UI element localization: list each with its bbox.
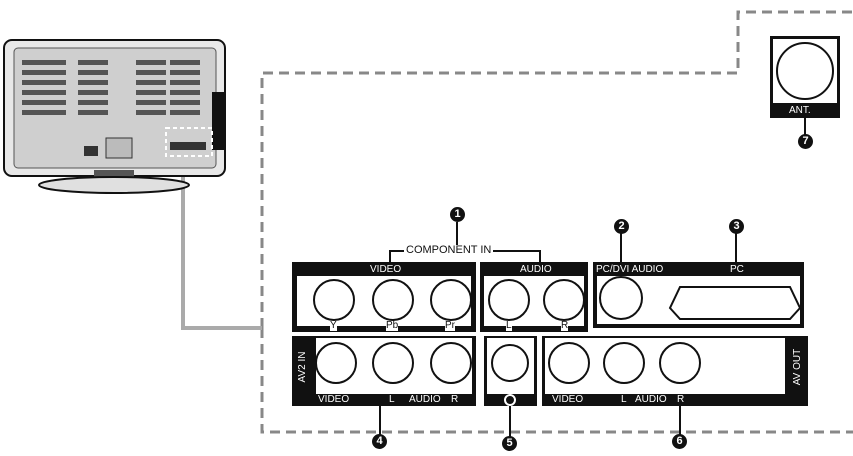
avout-r-label: R [677,394,685,405]
jack-l-label: L [506,320,512,331]
callout-2: 2 [614,219,629,234]
jack-r-label: R [561,320,569,331]
callout-1: 1 [450,207,465,222]
avout-panel [542,336,808,406]
callout-7: 7 [798,134,813,149]
avout-l-label: L [621,394,627,405]
av2-panel [292,336,476,406]
component-jacks [313,279,585,321]
av2-in-label: AV2 IN [297,351,308,383]
video-header-label: VIDEO [370,264,402,275]
av2-video-label: VIDEO [318,394,350,405]
jack-y-label: Y [330,320,337,331]
pc-label: PC [730,264,744,275]
tv-back-view [3,39,226,194]
av2-r-label: R [451,394,459,405]
callout-5: 5 [502,436,517,451]
audio-header-label: AUDIO [520,264,552,275]
callout-4: 4 [372,434,387,449]
pc-panel [593,262,804,328]
avout-audio-label: AUDIO [635,394,667,405]
av-out-label: AV OUT [792,348,803,386]
pcdvi-audio-label: PC/DVI AUDIO [596,264,664,275]
connector-line [181,158,262,330]
callout-leaders [379,118,806,440]
avout-video-label: VIDEO [552,394,584,405]
dashed-frame [260,10,853,434]
callout-3: 3 [729,219,744,234]
av2-audio-label: AUDIO [409,394,441,405]
ant-label: ANT. [789,105,811,116]
headphone-panel [484,336,537,406]
antenna-panel [770,36,840,118]
component-in-label: COMPONENT IN [404,244,494,256]
jack-pr-label: Pr [445,320,455,331]
callout-6: 6 [672,434,687,449]
av2-l-label: L [389,394,395,405]
jack-pb-label: Pb [386,320,399,331]
